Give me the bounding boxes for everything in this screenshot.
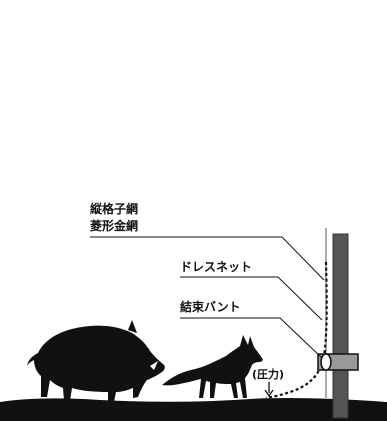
fence-pole bbox=[333, 234, 348, 418]
label-vertical-net-line2: 菱形金網 bbox=[90, 218, 138, 233]
fence-pole-edge bbox=[332, 233, 349, 419]
label-dress-net: ドレスネット bbox=[180, 260, 252, 274]
leader-dress-net bbox=[180, 276, 323, 321]
fox-silhouette-icon bbox=[162, 335, 263, 398]
leader-binding-band bbox=[180, 317, 323, 359]
dress-net-curve bbox=[265, 261, 328, 400]
binding-band-ring bbox=[320, 353, 332, 371]
label-vertical-net-line1: 縦格子網 bbox=[90, 201, 138, 216]
wild-boar-silhouette-icon bbox=[27, 320, 165, 402]
label-binding-band: 結束バント bbox=[180, 299, 241, 314]
leader-vertical-net bbox=[90, 236, 325, 281]
label-pressure: (圧力) bbox=[252, 367, 284, 381]
pressure-arrow-icon bbox=[264, 382, 274, 398]
ground bbox=[0, 398, 387, 421]
